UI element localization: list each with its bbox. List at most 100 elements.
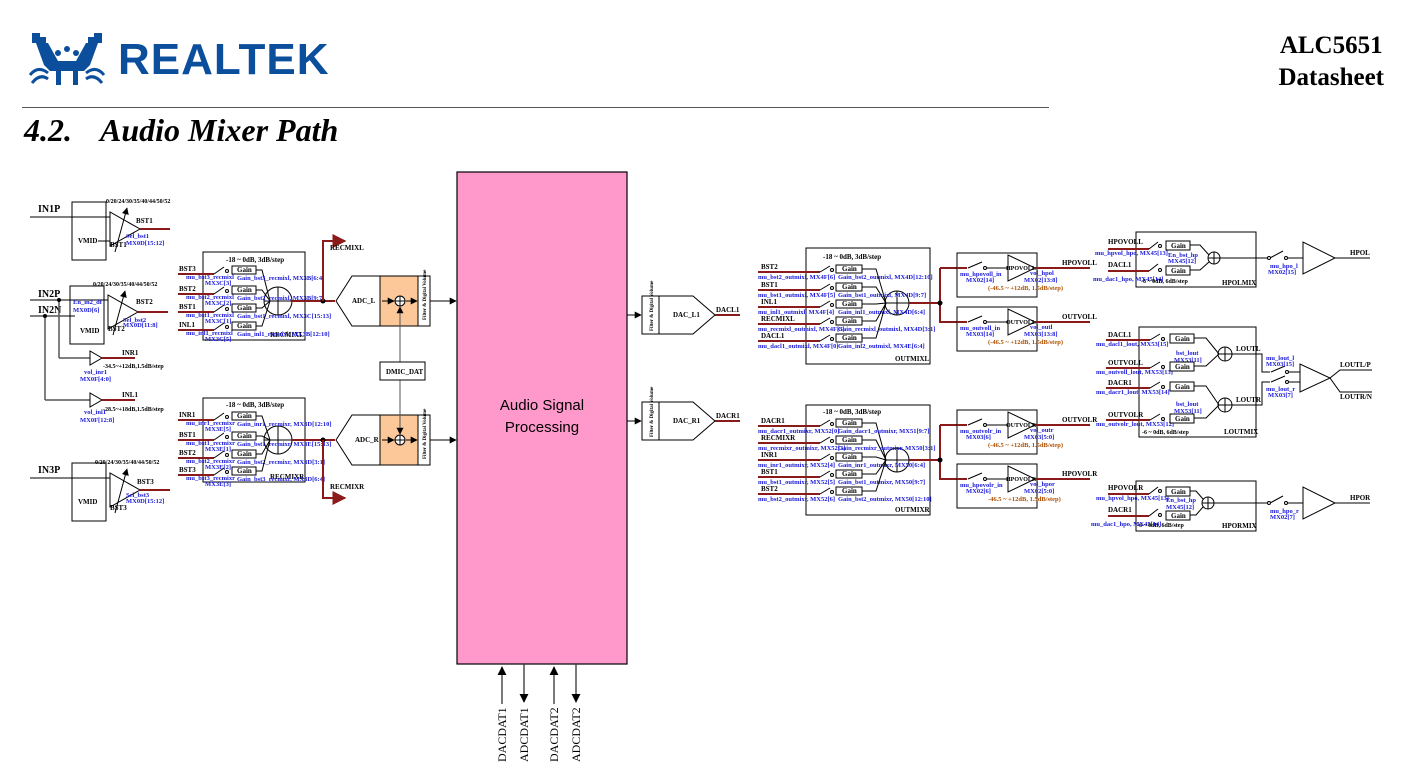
- input-source: BST3: [179, 265, 196, 273]
- mute-switch-icon[interactable]: [830, 286, 834, 290]
- input-source: BST1: [761, 281, 778, 289]
- realtek-logo: REALTEK: [28, 30, 330, 90]
- mute-name: mu_bst1_recmixl: [186, 312, 234, 319]
- mute-switch-icon[interactable]: [830, 490, 834, 494]
- mute-switch-icon[interactable]: [225, 269, 229, 273]
- gain-reg: Gain_inl1_recmixl, MX3B[12:10]: [237, 331, 330, 338]
- mute-switch-icon[interactable]: [225, 289, 229, 293]
- out-mute-reg: MX02[15]: [1268, 269, 1296, 276]
- mute-reg: mu_hpvol_hpo, MX45[13]: [1095, 250, 1168, 257]
- volume-amp-icon: [1007, 254, 1037, 282]
- mute-reg: MX03[6]: [966, 434, 991, 441]
- adc-l: ADC_L Filter & Digital Volume: [335, 269, 457, 327]
- gain-reg: Gain_bst1_recmixl, MX3C[15:13]: [237, 313, 331, 320]
- mute-reg: MX3E[1]: [205, 446, 231, 453]
- boost-reg: MX53[11]: [1174, 408, 1202, 415]
- gain-reg: Gain_bst3_recmixr, MX3D[6:4]: [237, 476, 325, 483]
- hpormix-block: HPOVOLR DACR1 mu_hpvol_hpo, MX45[13] mu_…: [1091, 480, 1371, 532]
- pin-in1p: IN1P: [38, 204, 60, 215]
- mute-switch-icon[interactable]: [1161, 385, 1165, 389]
- gain-label: Gain: [237, 412, 252, 420]
- reg-name: vol_inr1: [84, 369, 107, 376]
- mute-switch-icon[interactable]: [967, 472, 983, 480]
- input-source: DACL1: [1108, 331, 1132, 339]
- vol-reg: MX02[5:0]: [1024, 488, 1054, 495]
- mute-switch-icon[interactable]: [830, 473, 834, 477]
- recmixr-output: RECMIXR: [292, 437, 365, 505]
- gain-range: -18 ~ 0dB, 3dB/step: [823, 408, 881, 416]
- outvoll-block: OUTVOLLOUTVOLLmu_outvoll_inMX03[14]vol_o…: [956, 306, 1097, 352]
- vol-name: vol_outl: [1030, 324, 1053, 331]
- gain-reg: Gain_inl2_outmixl, MX4E[6:4]: [838, 343, 925, 350]
- mute-reg: mu_recmixr_outmixr, MX52[3]: [758, 445, 845, 452]
- mute-switch-icon[interactable]: [830, 303, 834, 307]
- mute-name: mu_hpovoll_in: [960, 271, 1002, 278]
- input-source: BST1: [179, 431, 196, 439]
- mute-switch-icon[interactable]: [225, 435, 229, 439]
- mute-reg: MX02[6]: [966, 488, 991, 495]
- out-mute: mu_hpo_r: [1270, 508, 1299, 515]
- amp-name: HPOVOLR: [1006, 477, 1037, 483]
- mute-switch-icon[interactable]: [225, 470, 229, 474]
- boost-name: bst_lout: [1176, 401, 1199, 408]
- mute-switch-icon[interactable]: [830, 456, 834, 460]
- range-label: -34.5~+12dB,1.5dB/step: [103, 364, 164, 370]
- gain-label: Gain: [1171, 488, 1186, 496]
- mute-switch-icon[interactable]: [1161, 365, 1165, 369]
- mute-switch-icon[interactable]: [830, 422, 834, 426]
- gain-range: -6 ~ 0dB, 6dB/step: [1142, 430, 1189, 436]
- gain-range: -18 ~ 0dB, 3dB/step: [226, 401, 284, 409]
- mute-switch-icon[interactable]: [225, 325, 229, 329]
- mute-switch-icon[interactable]: [830, 320, 834, 324]
- hpolmix-in2: DACL1: [1108, 261, 1132, 269]
- gain-steps: 0/20/24/30/35/40/44/50/52: [95, 460, 159, 466]
- gain-label: Gain: [1171, 512, 1186, 520]
- gain-range: -6 ~ 0dB, 6dB/step: [1137, 523, 1184, 529]
- gain-label: Gain: [1175, 363, 1190, 371]
- mute-switch-icon[interactable]: [225, 307, 229, 311]
- mute-switch-icon[interactable]: [830, 337, 834, 341]
- mute-l-reg: MX03[15]: [1266, 361, 1294, 368]
- hpormix-in2: DACR1: [1108, 506, 1132, 514]
- boost-amp-icon: [107, 294, 140, 330]
- hpovoll-block: HPOVOLLHPOVOLLmu_hpovoll_inMX02[14]vol_h…: [956, 252, 1097, 298]
- mute-switch-icon[interactable]: [830, 439, 834, 443]
- reg-name: vol_inl1: [84, 409, 106, 416]
- vol-amp-icon: [89, 350, 103, 366]
- vol-range: -46.5 ~ +12dB, 1.5dB/step): [988, 496, 1061, 503]
- gain-label: Gain: [842, 334, 857, 342]
- mute-switch-icon[interactable]: [225, 415, 229, 419]
- volume-amp-icon: [1007, 411, 1037, 439]
- hpolmix-in1: HPOVOLL: [1108, 238, 1143, 246]
- hpormix-in1: HPOVOLR: [1108, 484, 1144, 492]
- mute-reg: mu_dacr1_outmixr, MX52[0]: [758, 428, 839, 435]
- gain-label: Gain: [842, 300, 857, 308]
- mute-switch-icon[interactable]: [967, 315, 983, 323]
- vol-range: (-46.5 ~ +12dB, 1.5dB/step): [988, 339, 1063, 346]
- boost-name: En_bst_hp: [1166, 497, 1196, 504]
- mute-switch-icon[interactable]: [225, 453, 229, 457]
- gain-label: Gain: [237, 286, 252, 294]
- vol-reg: MX03[5:0]: [1024, 434, 1054, 441]
- out-mute-reg: MX02[7]: [1270, 514, 1295, 521]
- range-label: -28.5~+18dB,1.5dB/step: [103, 407, 164, 413]
- mute-switch-icon[interactable]: [967, 418, 983, 426]
- gain-label: Gain: [842, 470, 857, 478]
- mixer-name: LOUTMIX: [1224, 428, 1258, 436]
- mute-switch-icon[interactable]: [967, 261, 983, 269]
- inr1-volume: INR1 -34.5~+12dB,1.5dB/step vol_inr1 MX0…: [59, 349, 164, 383]
- mute-switch-icon[interactable]: [1161, 337, 1165, 341]
- mute-switch-icon[interactable]: [1161, 417, 1165, 421]
- reg-value: MX0D[15:12]: [126, 498, 164, 505]
- mute-switch-icon[interactable]: [830, 268, 834, 272]
- port-adcdat1: ADCDAT1: [517, 707, 531, 762]
- vol-range: (-46.5 ~ +12dB, 1.5dB/step): [988, 285, 1063, 292]
